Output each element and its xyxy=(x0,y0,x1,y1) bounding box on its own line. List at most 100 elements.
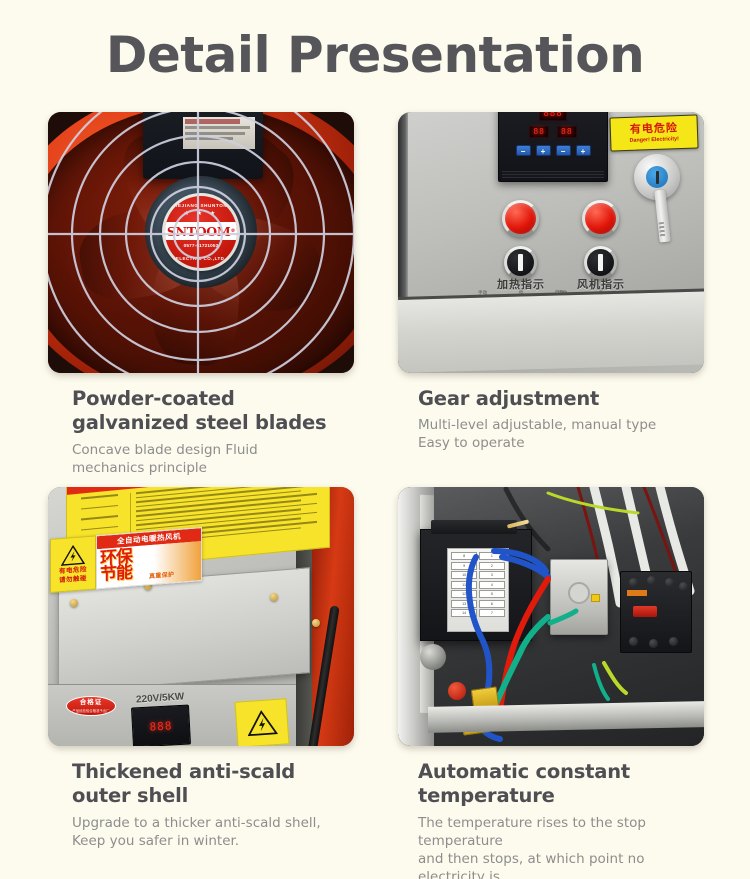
contactor-orange-marker xyxy=(627,590,647,596)
motor-nameplate xyxy=(183,117,256,150)
contactor-terminal xyxy=(665,578,674,587)
page-title: Detail Presentation xyxy=(105,26,645,84)
terminal-number: 9 xyxy=(451,561,478,570)
caption-subtitle: Upgrade to a thicker anti-scald shell, K… xyxy=(72,814,321,849)
terminal-number: 2 xyxy=(478,561,505,570)
controller-main-display: 888 xyxy=(539,112,567,121)
terminal-number: 5 xyxy=(478,590,505,598)
terminal-number: 11 xyxy=(451,580,478,589)
contactor-red-button[interactable] xyxy=(633,606,657,617)
terminal-number: 6 xyxy=(478,599,505,608)
warning-english-text: Danger! Electricity! xyxy=(629,135,680,144)
terminal-number: 3 xyxy=(478,571,505,579)
panel-screw xyxy=(70,599,78,607)
caption-subtitle: The temperature rises to the stop temper… xyxy=(418,814,646,879)
controller-left-display: 88 xyxy=(529,126,549,138)
terminal-number: 8 xyxy=(451,552,478,560)
heating-knob-label: 加热指示 xyxy=(497,279,545,291)
feature-powder-coated-blades: ZHEJIANG SHUNTONG ★ ★ ★ SNTOOM® 0577-617… xyxy=(48,112,354,478)
terminal-number: 12 xyxy=(451,590,478,598)
outer-shell-photo: 说明书按时间手动开启 xyxy=(48,487,354,746)
fan-indicator-lamp[interactable] xyxy=(582,200,619,237)
certification-badge: 合格证 产品经检验合格准予出厂 xyxy=(66,696,116,716)
position-stop: 停 xyxy=(518,290,524,295)
brand-arc-bottom: ELECTRIC CO.,LTD. xyxy=(175,256,227,262)
terminal-number: 4 xyxy=(478,580,505,589)
heating-indicator-lamp[interactable] xyxy=(502,200,539,237)
fan-brand-label: ZHEJIANG SHUNTONG ★ ★ ★ SNTOOM® 0577-617… xyxy=(162,193,240,272)
controller-minus-button-2[interactable]: − xyxy=(555,145,571,156)
module-top-cover xyxy=(431,520,517,534)
red-terminal-cap xyxy=(448,682,466,700)
secondary-hazard-sticker xyxy=(234,698,290,746)
feature-gear-adjustment: 888 88 88 − + − + 有电危险 Danger! Electrici… xyxy=(398,112,704,453)
caption-anti-scald-shell: Thickened anti-scald outer shell Upgrade… xyxy=(48,746,354,851)
warning-chinese-text: 有电危险 xyxy=(629,121,679,136)
electric-hazard-icon xyxy=(247,710,278,737)
cert-sub-text: 产品经检验合格准予出厂 xyxy=(72,708,110,713)
hazard-label: 有电危险 请勿触碰 xyxy=(50,535,96,593)
meter-digits: 888 xyxy=(149,718,173,734)
panel-left-edge xyxy=(398,112,408,373)
fan-selector-knob[interactable] xyxy=(584,246,617,279)
product-sticker: 有电危险 请勿触碰 全自动电暖热风机 环保 节能 真重保护 xyxy=(50,527,202,593)
contactor-terminal xyxy=(629,578,638,587)
terminal-number: 7 xyxy=(478,609,505,617)
brand-phone: 0577-61721053 xyxy=(183,243,219,249)
temperature-controller-module[interactable]: 8 1 9 2 10 3 11 4 12 5 13 6 14 7 xyxy=(420,519,532,641)
terminal-number: 13 xyxy=(451,599,478,608)
registered-mark: ® xyxy=(230,228,236,235)
cable-gland xyxy=(420,644,446,670)
caption-automatic-constant-temperature: Automatic constant temperature The tempe… xyxy=(398,746,704,879)
hazard-line-1: 有电危险 xyxy=(59,565,87,576)
contactor[interactable] xyxy=(620,571,692,653)
brand-name-band: SNTOOM® xyxy=(165,222,237,241)
axial-fan-photo: ZHEJIANG SHUNTONG ★ ★ ★ SNTOOM® 0577-617… xyxy=(48,112,354,373)
caption-powder-coated-blades: Powder-coated galvanized steel blades Co… xyxy=(48,373,354,478)
eco-slogan: 环保 节能 xyxy=(100,546,132,584)
position-manual: 手动 xyxy=(478,290,488,295)
controller-vent xyxy=(502,171,604,178)
brand-stars: ★ ★ ★ xyxy=(183,211,219,218)
breaker-dial xyxy=(568,582,590,604)
cert-main-text: 合格证 xyxy=(79,698,103,706)
fan-knob-label: 风机指示 xyxy=(577,279,625,291)
eco-subtext: 真重保护 xyxy=(149,572,175,581)
caption-title: Thickened anti-scald outer shell xyxy=(72,760,296,808)
electrical-cabinet-photo: 8 1 9 2 10 3 11 4 12 5 13 6 14 7 xyxy=(398,487,704,746)
panel-screw xyxy=(270,593,278,601)
shell-meter-display: 888 xyxy=(130,704,192,746)
brand-name: SNTOOM xyxy=(166,223,231,239)
control-panel-photo: 888 88 88 − + − + 有电危险 Danger! Electrici… xyxy=(398,112,704,373)
hazard-line-2: 请勿触碰 xyxy=(59,575,87,585)
wiring-diagram-label: 8 1 9 2 10 3 11 4 12 5 13 6 14 7 xyxy=(447,548,509,632)
contactor-terminal xyxy=(629,637,638,646)
caption-subtitle: Multi-level adjustable, manual type Easy… xyxy=(418,417,657,452)
contactor-terminal xyxy=(679,582,688,591)
caption-gear-adjustment: Gear adjustment Multi-level adjustable, … xyxy=(398,373,704,453)
panel-screw xyxy=(144,582,152,590)
circuit-breaker[interactable] xyxy=(550,559,608,635)
breaker-indicator xyxy=(591,594,600,602)
heating-selector-knob[interactable] xyxy=(504,246,537,279)
caption-title: Automatic constant temperature xyxy=(418,760,631,808)
controller-right-display: 88 xyxy=(557,126,577,138)
electricity-warning-sticker: 有电危险 Danger! Electricity! xyxy=(609,114,699,152)
controller-plus-button-2[interactable]: + xyxy=(575,145,591,156)
controller-plus-button-1[interactable]: + xyxy=(535,145,551,156)
contactor-terminal xyxy=(649,639,658,648)
caption-title: Gear adjustment xyxy=(418,387,600,410)
panel-screw xyxy=(312,619,320,627)
controller-minus-button-1[interactable]: − xyxy=(515,145,531,156)
terminal-number: 1 xyxy=(478,552,505,560)
terminal-number: 14 xyxy=(451,609,478,617)
feature-automatic-constant-temperature: 8 1 9 2 10 3 11 4 12 5 13 6 14 7 xyxy=(398,487,704,879)
product-sticker-body: 环保 节能 真重保护 xyxy=(97,541,201,589)
electric-hazard-icon xyxy=(61,544,85,566)
contactor-terminal xyxy=(647,576,656,585)
contactor-terminal xyxy=(669,637,678,646)
caption-subtitle: Concave blade design Fluid mechanics pri… xyxy=(72,441,258,476)
digital-temperature-controller[interactable]: 888 88 88 − + − + xyxy=(498,112,608,182)
product-name-sticker: 全自动电暖热风机 环保 节能 真重保护 xyxy=(96,527,202,590)
